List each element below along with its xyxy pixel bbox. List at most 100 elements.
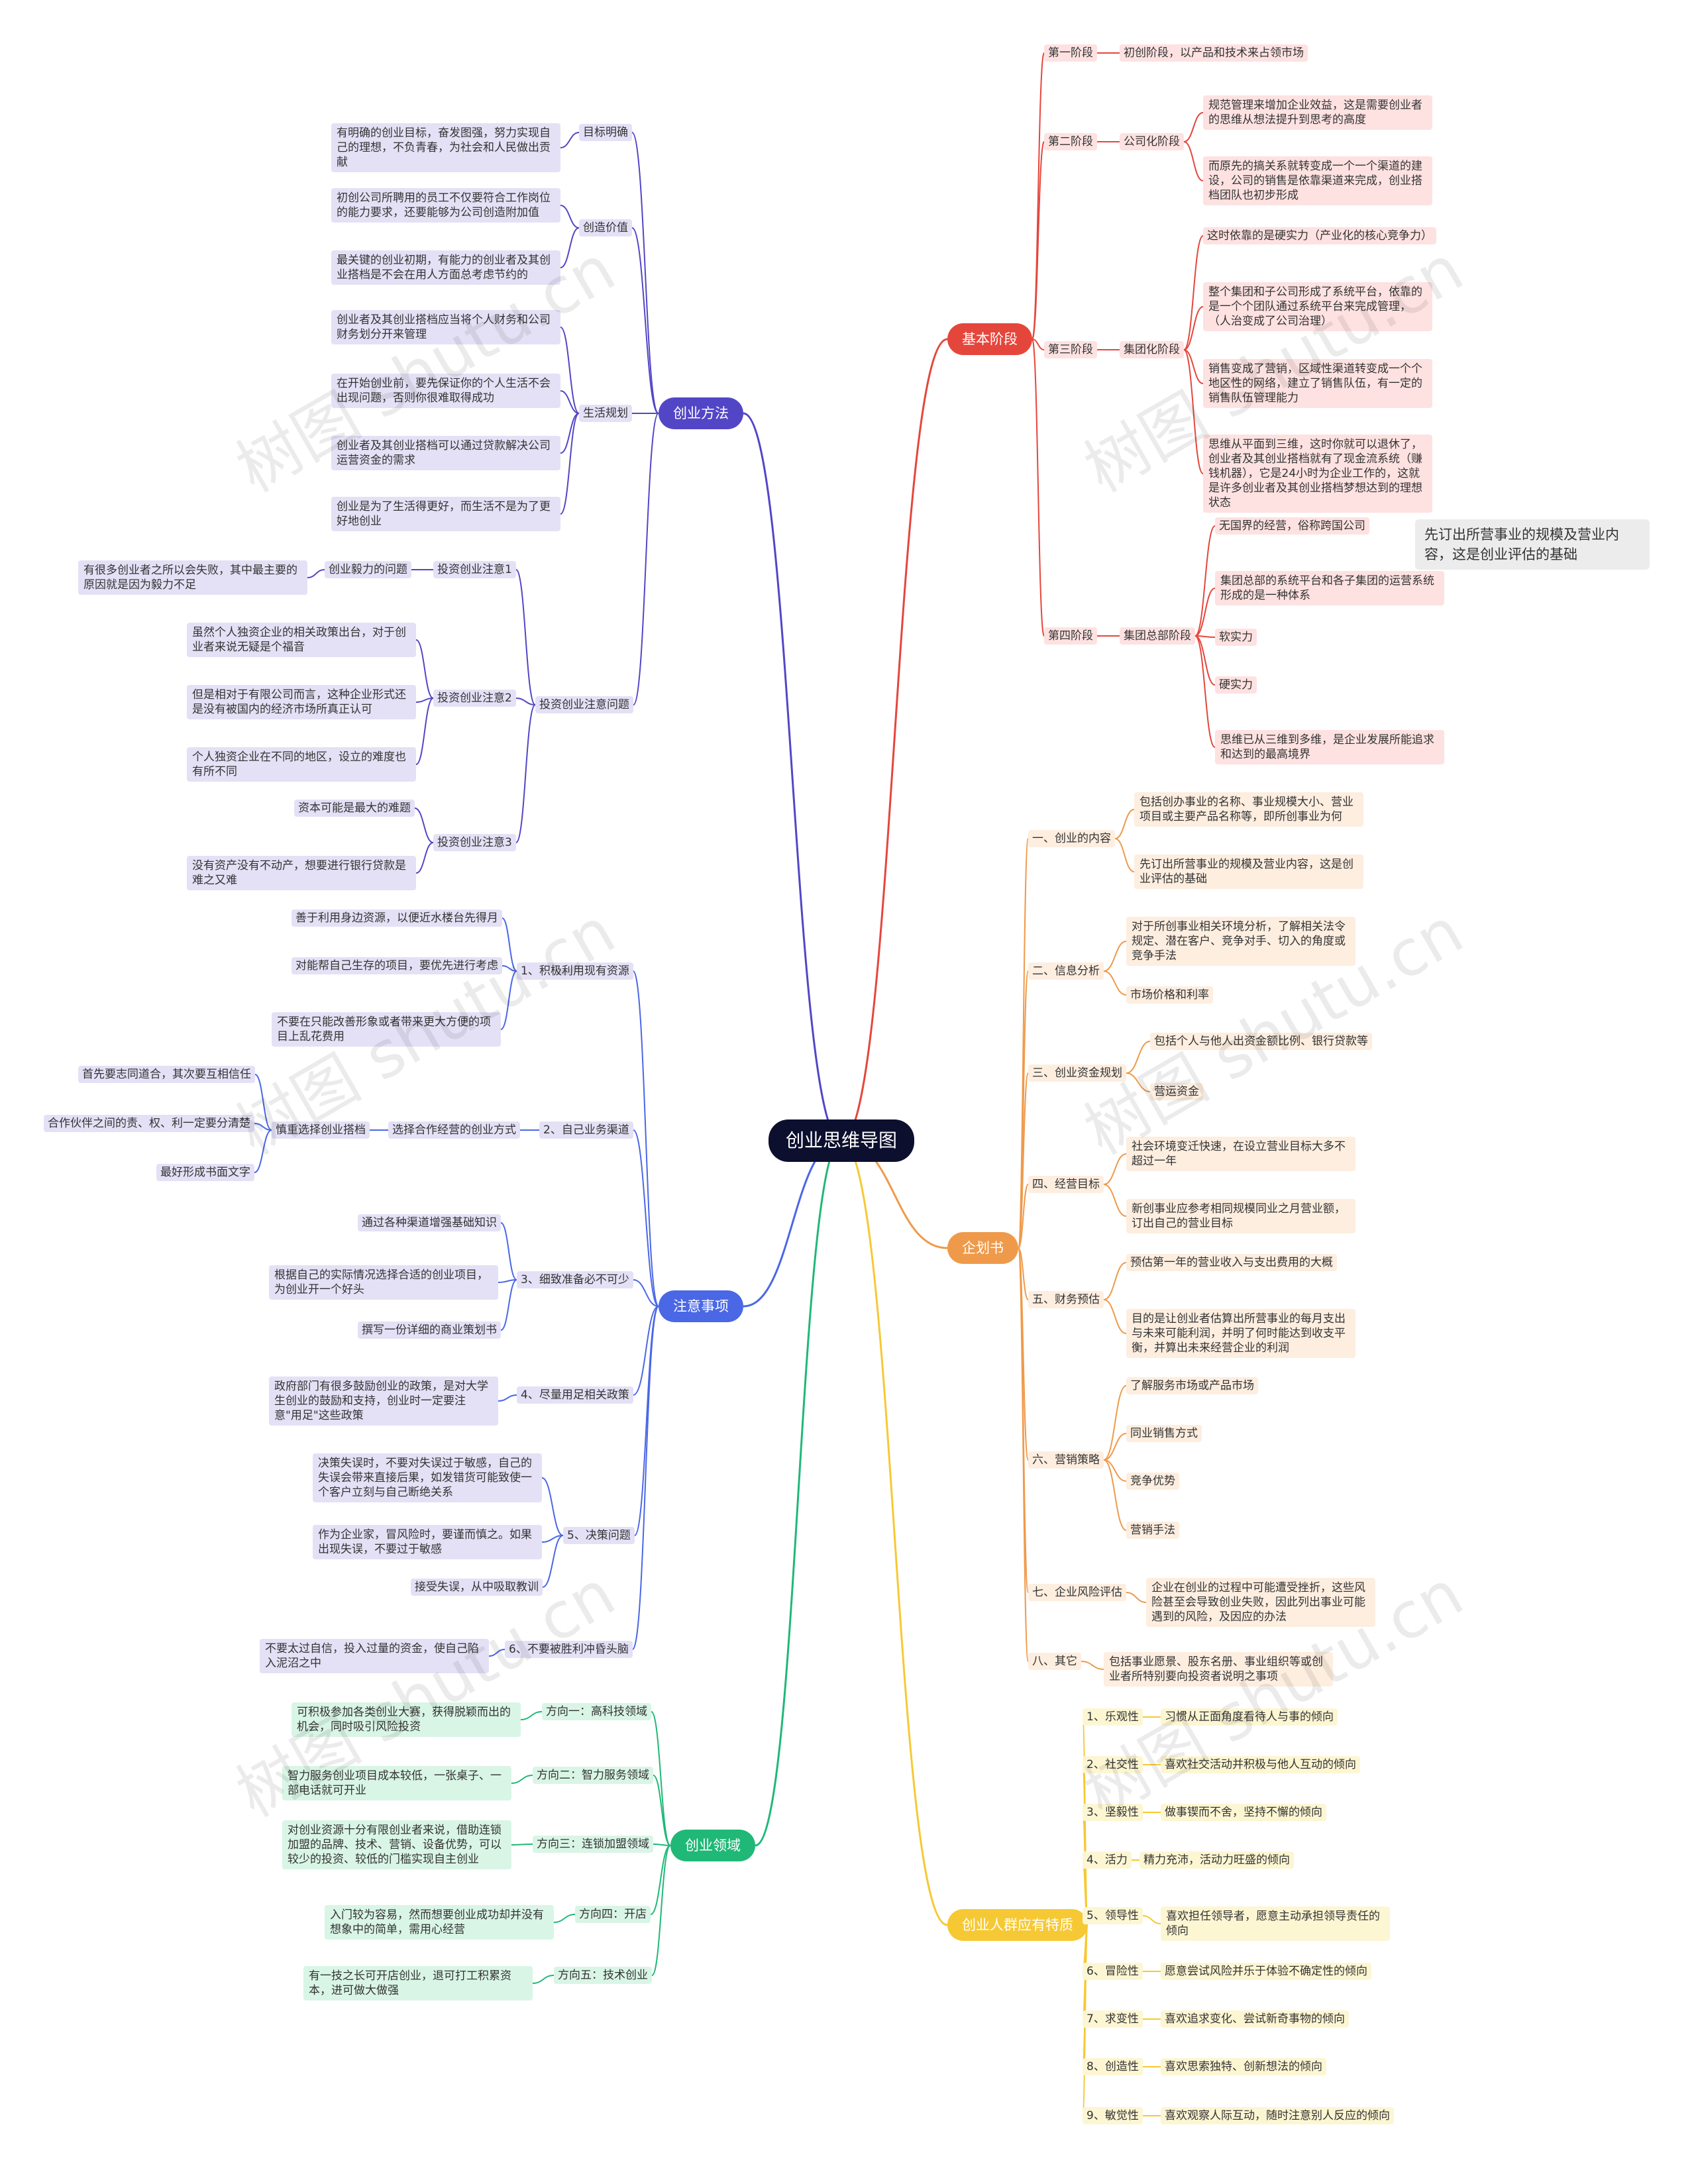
branch-topic-b2[interactable]: 注意事项 bbox=[659, 1290, 743, 1322]
topic-node-g3a[interactable]: 对创业资源十分有限创业者来说，借助连锁加盟的品牌、技术、营销、设备优势，可以较少… bbox=[282, 1820, 511, 1869]
topic-node-m3b[interactable]: 在开始创业前，要先保证你的个人生活不会出现问题，否则你很难取得成功 bbox=[331, 374, 560, 408]
branch-topic-b4[interactable]: 基本阶段 bbox=[947, 323, 1032, 355]
topic-node-p5a[interactable]: 预估第一年的营业收入与支出费用的大概 bbox=[1126, 1254, 1337, 1271]
topic-node-n5a[interactable]: 决策失误时，不要对失误过于敏感，自己的失误会带来直接后果，如发错货可能致使一个客… bbox=[313, 1453, 542, 1502]
topic-node-t8[interactable]: 8、创造性 bbox=[1083, 2058, 1143, 2075]
topic-node-p3a[interactable]: 包括个人与他人出资金额比例、银行贷款等 bbox=[1150, 1033, 1372, 1050]
topic-node-t8a[interactable]: 喜欢思索独特、创新想法的倾向 bbox=[1161, 2058, 1326, 2075]
topic-node-t4[interactable]: 4、活力 bbox=[1083, 1851, 1132, 1869]
topic-node-s3a3[interactable]: 销售变成了营销，区域性渠道转变成一个个地区性的网络，建立了销售队伍，有一定的销售… bbox=[1203, 359, 1432, 408]
topic-node-m4c1[interactable]: 资本可能是最大的难题 bbox=[294, 800, 415, 817]
topic-node-t7a[interactable]: 喜欢追求变化、尝试新奇事物的倾向 bbox=[1161, 2010, 1349, 2028]
topic-node-s4[interactable]: 第四阶段 bbox=[1044, 627, 1097, 645]
topic-node-m2a[interactable]: 初创公司所聘用的员工不仅要符合工作岗位的能力要求，还要能够为公司创造附加值 bbox=[331, 188, 560, 223]
topic-node-p8[interactable]: 八、其它 bbox=[1028, 1653, 1081, 1670]
topic-node-t2[interactable]: 2、社交性 bbox=[1083, 1756, 1143, 1773]
topic-node-t1a[interactable]: 习惯从正面角度看待人与事的倾向 bbox=[1161, 1708, 1338, 1726]
branch-topic-b3[interactable]: 创业领域 bbox=[670, 1830, 755, 1861]
topic-node-n2a1y[interactable]: 合作伙伴之间的责、权、利一定要分清楚 bbox=[44, 1115, 254, 1132]
floating-note[interactable]: 先订出所营事业的规模及营业内容，这是创业评估的基础 bbox=[1415, 519, 1650, 570]
topic-node-s4a3[interactable]: 软实力 bbox=[1215, 629, 1257, 646]
topic-node-m3[interactable]: 生活规划 bbox=[579, 405, 632, 422]
topic-node-m3a[interactable]: 创业者及其创业搭档应当将个人财务和公司财务划分开来管理 bbox=[331, 310, 560, 344]
topic-node-n2a1x[interactable]: 首先要志同道合，其次要互相信任 bbox=[78, 1066, 255, 1083]
topic-node-p6[interactable]: 六、营销策略 bbox=[1028, 1451, 1104, 1469]
topic-node-n1[interactable]: 1、积极利用现有资源 bbox=[517, 962, 633, 980]
topic-node-t5a[interactable]: 喜欢担任领导者，愿意主动承担领导责任的倾向 bbox=[1161, 1906, 1390, 1941]
topic-node-m2[interactable]: 创造价值 bbox=[579, 219, 632, 236]
topic-node-n5[interactable]: 5、决策问题 bbox=[563, 1527, 635, 1544]
topic-node-p7a[interactable]: 企业在创业的过程中可能遭受挫折，这些风险甚至会导致创业失败，因此列出事业可能遇到… bbox=[1146, 1578, 1375, 1627]
topic-node-s2a2[interactable]: 而原先的搞关系就转变成一个一个渠道的建设，公司的销售是依靠渠道来完成，创业搭档团… bbox=[1203, 156, 1432, 205]
topic-node-s4a2[interactable]: 集团总部的系统平台和各子集团的运营系统形成的是一种体系 bbox=[1215, 571, 1444, 605]
topic-node-t4a[interactable]: 精力充沛，活动力旺盛的倾向 bbox=[1140, 1851, 1294, 1869]
topic-node-s3a4[interactable]: 思维从平面到三维，这时你就可以退休了，创业者及其创业搭档就有了现金流系统（赚钱机… bbox=[1203, 435, 1432, 513]
topic-node-s2a[interactable]: 公司化阶段 bbox=[1120, 133, 1184, 150]
topic-node-m4b2[interactable]: 但是相对于有限公司而言，这种企业形式还是没有被国内的经济市场所真正认可 bbox=[187, 685, 416, 719]
topic-node-p6b[interactable]: 同业销售方式 bbox=[1126, 1425, 1202, 1442]
topic-node-p1[interactable]: 一、创业的内容 bbox=[1028, 830, 1115, 847]
topic-node-p7[interactable]: 七、企业风险评估 bbox=[1028, 1584, 1126, 1601]
topic-node-n1c[interactable]: 不要在只能改善形象或者带来更大方便的项目上乱花费用 bbox=[272, 1012, 501, 1047]
topic-node-p8a[interactable]: 包括事业愿景、股东名册、事业组织等或创业者所特别要向投资者说明之事项 bbox=[1104, 1652, 1333, 1687]
topic-node-m4a1x[interactable]: 有很多创业者之所以会失败，其中最主要的原因就是因为毅力不足 bbox=[78, 560, 307, 595]
topic-node-m4b[interactable]: 投资创业注意2 bbox=[433, 690, 516, 707]
topic-node-n4[interactable]: 4、尽量用足相关政策 bbox=[517, 1386, 633, 1404]
topic-node-t5[interactable]: 5、领导性 bbox=[1083, 1907, 1143, 1924]
topic-node-g5[interactable]: 方向五：技术创业 bbox=[554, 1967, 652, 1984]
topic-node-n3c[interactable]: 撰写一份详细的商业策划书 bbox=[358, 1322, 501, 1339]
topic-node-g1a[interactable]: 可积极参加各类创业大赛，获得脱颖而出的机会，同时吸引风险投资 bbox=[292, 1702, 521, 1737]
topic-node-p4a[interactable]: 社会环境变迁快速，在设立营业目标大多不超过一年 bbox=[1126, 1137, 1355, 1171]
topic-node-p1a[interactable]: 包括创办事业的名称、事业规模大小、营业项目或主要产品名称等，即所创事业为何 bbox=[1134, 792, 1363, 827]
topic-node-p2[interactable]: 二、信息分析 bbox=[1028, 962, 1104, 980]
topic-node-m1a[interactable]: 有明确的创业目标，奋发图强，努力实现自己的理想，不负青春，为社会和人民做出贡献 bbox=[331, 123, 560, 172]
topic-node-m3c[interactable]: 创业者及其创业搭档可以通过贷款解决公司运营资金的需求 bbox=[331, 436, 560, 470]
topic-node-n1b[interactable]: 对能帮自己生存的项目，要优先进行考虑 bbox=[292, 957, 502, 974]
topic-node-m4a1[interactable]: 创业毅力的问题 bbox=[325, 561, 411, 578]
topic-node-m3d[interactable]: 创业是为了生活得更好，而生活不是为了更好地创业 bbox=[331, 497, 560, 531]
topic-node-s2[interactable]: 第二阶段 bbox=[1044, 133, 1097, 150]
topic-node-n2a1[interactable]: 慎重选择创业搭档 bbox=[272, 1121, 370, 1139]
topic-node-n6a[interactable]: 不要太过自信，投入过量的资金，使自己陷入泥沼之中 bbox=[260, 1639, 489, 1673]
topic-node-n4a[interactable]: 政府部门有很多鼓励创业的政策，是对大学生创业的鼓励和支持，创业时一定要注意"用足… bbox=[269, 1377, 498, 1426]
topic-node-s4a5[interactable]: 思维已从三维到多维，是企业发展所能追求和达到的最高境界 bbox=[1215, 730, 1444, 764]
topic-node-g4a[interactable]: 入门较为容易，然而想要创业成功却并没有想象中的简单，需用心经营 bbox=[325, 1905, 554, 1940]
topic-node-t2a[interactable]: 喜欢社交活动并积极与他人互动的倾向 bbox=[1161, 1756, 1360, 1773]
topic-node-p5[interactable]: 五、财务预估 bbox=[1028, 1291, 1104, 1308]
topic-node-n5b[interactable]: 作为企业家，冒风险时，要谨而慎之。如果出现失误，不要过于敏感 bbox=[313, 1525, 542, 1559]
topic-node-p2a[interactable]: 对于所创事业相关环境分析，了解相关法令规定、潜在客户、竞争对手、切入的角度或竞争… bbox=[1126, 917, 1355, 966]
branch-topic-b6[interactable]: 创业人群应有特质 bbox=[947, 1909, 1088, 1941]
topic-node-m4b1[interactable]: 虽然个人独资企业的相关政策出台，对于创业者来说无疑是个福音 bbox=[187, 623, 416, 657]
topic-node-t3[interactable]: 3、坚毅性 bbox=[1083, 1804, 1143, 1821]
topic-node-s1[interactable]: 第一阶段 bbox=[1044, 44, 1097, 62]
topic-node-n6[interactable]: 6、不要被胜利冲昏头脑 bbox=[505, 1641, 633, 1658]
branch-topic-b5[interactable]: 企划书 bbox=[947, 1232, 1018, 1264]
topic-node-p5b[interactable]: 目的是让创业者估算出所营事业的每月支出与未来可能利润，并明了何时能达到收支平衡，… bbox=[1126, 1309, 1355, 1358]
topic-node-n5c[interactable]: 接受失误，从中吸取教训 bbox=[411, 1579, 543, 1596]
topic-node-n2a1z[interactable]: 最好形成书面文字 bbox=[156, 1164, 254, 1181]
topic-node-n3[interactable]: 3、细致准备必不可少 bbox=[517, 1271, 633, 1288]
topic-node-t9[interactable]: 9、敏觉性 bbox=[1083, 2107, 1143, 2124]
topic-node-m4b3[interactable]: 个人独资企业在不同的地区，设立的难度也有所不同 bbox=[187, 747, 416, 782]
topic-node-p3b[interactable]: 营运资金 bbox=[1150, 1083, 1203, 1100]
topic-node-g2[interactable]: 方向二：智力服务领域 bbox=[533, 1767, 653, 1784]
topic-node-s2a1[interactable]: 规范管理来增加企业效益，这是需要创业者的思维从想法提升到思考的高度 bbox=[1203, 95, 1432, 130]
topic-node-g4[interactable]: 方向四：开店 bbox=[575, 1906, 651, 1923]
topic-node-g1[interactable]: 方向一：高科技领域 bbox=[542, 1703, 651, 1720]
topic-node-s3[interactable]: 第三阶段 bbox=[1044, 341, 1097, 358]
topic-node-g5a[interactable]: 有一技之长可开店创业，退可打工积累资本，进可做大做强 bbox=[303, 1966, 533, 2001]
topic-node-p3[interactable]: 三、创业资金规划 bbox=[1028, 1065, 1126, 1082]
topic-node-s3a1[interactable]: 这时依靠的是硬实力（产业化的核心竞争力） bbox=[1203, 227, 1436, 244]
topic-node-p4b[interactable]: 新创事业应参考相同规模同业之月营业额，订出自己的营业目标 bbox=[1126, 1199, 1355, 1233]
topic-node-s3a2[interactable]: 整个集团和子公司形成了系统平台，依靠的是一个个团队通过系统平台来完成管理，（人治… bbox=[1203, 282, 1432, 331]
topic-node-m4c2[interactable]: 没有资产没有不动产，想要进行银行贷款是难之又难 bbox=[187, 856, 416, 890]
topic-node-s4a1[interactable]: 无国界的经营，俗称跨国公司 bbox=[1215, 517, 1369, 535]
topic-node-s4a4[interactable]: 硬实力 bbox=[1215, 676, 1257, 694]
topic-node-p1b[interactable]: 先订出所营事业的规模及营业内容，这是创业评估的基础 bbox=[1134, 855, 1363, 889]
topic-node-t3a[interactable]: 做事锲而不舍，坚持不懈的倾向 bbox=[1161, 1804, 1326, 1821]
topic-node-m2b[interactable]: 最关键的创业初期，有能力的创业者及其创业搭档是不会在用人方面总考虑节约的 bbox=[331, 250, 560, 285]
topic-node-m1[interactable]: 目标明确 bbox=[579, 124, 632, 141]
topic-node-t6a[interactable]: 愿意尝试风险并乐于体验不确定性的倾向 bbox=[1161, 1963, 1371, 1980]
topic-node-n2a[interactable]: 选择合作经营的创业方式 bbox=[388, 1121, 520, 1139]
topic-node-m4[interactable]: 投资创业注意问题 bbox=[535, 696, 633, 713]
